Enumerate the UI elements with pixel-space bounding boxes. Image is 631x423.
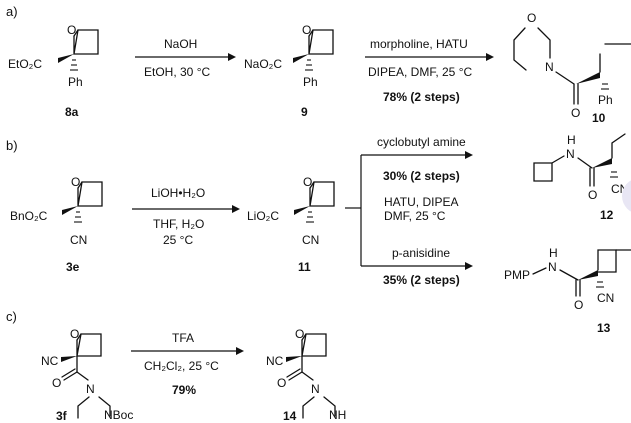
- branch-arrows: cyclobutyl amine 30% (2 steps) HATU, DIP…: [345, 135, 473, 287]
- substituent-13: CN: [597, 291, 614, 305]
- amide-nitrogen-14: N: [311, 382, 320, 396]
- compound-number-3f: 3f: [56, 409, 68, 423]
- ester-8a: EtO₂C: [8, 57, 42, 71]
- morpholine-oxygen-10: O: [527, 11, 536, 25]
- salt-11: LiO₂C: [247, 209, 279, 223]
- compound-3f: O NC O N NBoc 3f: [41, 327, 133, 423]
- arrow-b1-bottom2: 25 °C: [163, 233, 193, 247]
- lower-yield: 35% (2 steps): [383, 273, 460, 287]
- substituent-3e: CN: [70, 233, 87, 247]
- arrow-b1-bottom1: THF, H₂O: [153, 217, 204, 231]
- arrow-a1: NaOH EtOH, 30 °C: [135, 37, 236, 79]
- compound-3e: O BnO₂C CN 3e: [10, 175, 103, 274]
- amine-hydrogen-12: H: [567, 133, 576, 147]
- carbonyl-oxygen-13: O: [574, 298, 583, 312]
- compound-13: PMP N H O CN 13: [504, 246, 631, 335]
- compound-8a: O EtO₂C Ph 8a: [8, 23, 99, 119]
- amine-nitrogen-12: N: [566, 147, 575, 161]
- carbonyl-oxygen-3f: O: [52, 376, 61, 390]
- arrow-c: TFA CH₂Cl₂, 25 °C 79%: [131, 331, 244, 397]
- compound-number-11: 11: [298, 260, 311, 274]
- substituent-9: Ph: [303, 75, 318, 89]
- boc-nitrogen-3f: NBoc: [104, 408, 133, 422]
- compound-number-13: 13: [597, 321, 611, 335]
- substituent-11: CN: [302, 233, 319, 247]
- ring-oxygen-11: O: [303, 175, 312, 189]
- compound-11: O LiO₂C CN 11: [247, 175, 335, 274]
- substituent-10: Ph: [598, 93, 613, 107]
- amine-nitrogen-13: N: [548, 260, 557, 274]
- arrow-a2-yield: 78% (2 steps): [383, 90, 460, 104]
- morpholine-nitrogen-10: N: [545, 60, 554, 74]
- ring-oxygen-14: O: [295, 327, 304, 341]
- part-c-label: c): [6, 309, 17, 324]
- pmp-group-13: PMP: [504, 268, 530, 282]
- salt-9: NaO₂C: [244, 57, 282, 71]
- lower-reagent: p-anisidine: [392, 246, 450, 260]
- compound-number-3e: 3e: [66, 260, 80, 274]
- ester-3e: BnO₂C: [10, 209, 48, 223]
- arrow-c-bottom: CH₂Cl₂, 25 °C: [144, 359, 219, 373]
- amide-nitrogen-3f: N: [86, 382, 95, 396]
- ring-oxygen-3f: O: [70, 327, 79, 341]
- compound-14: O NC O N NH 14: [266, 327, 346, 423]
- compound-number-14: 14: [283, 409, 297, 423]
- arrow-a2: morpholine, HATU DIPEA, DMF, 25 °C 78% (…: [365, 37, 494, 104]
- carbonyl-oxygen-10: O: [571, 106, 580, 120]
- shared-conditions-line1: HATU, DIPEA: [384, 195, 458, 209]
- compound-9: O NaO₂C Ph 9: [244, 23, 334, 119]
- ring-oxygen-3e: O: [71, 175, 80, 189]
- compound-number-12: 12: [600, 208, 614, 222]
- arrow-a1-bottom: EtOH, 30 °C: [144, 65, 210, 79]
- upper-yield: 30% (2 steps): [383, 169, 460, 183]
- compound-number-10: 10: [592, 111, 606, 125]
- carbonyl-oxygen-14: O: [277, 376, 286, 390]
- arrow-a2-bottom: DIPEA, DMF, 25 °C: [368, 65, 472, 79]
- arrow-c-yield: 79%: [172, 383, 196, 397]
- compound-10: O N O Ph 10: [513, 11, 631, 125]
- arrow-b1: LiOH•H₂O THF, H₂O 25 °C: [132, 186, 240, 247]
- ring-oxygen-9: O: [302, 23, 311, 37]
- ring-oxygen-8a: O: [67, 23, 76, 37]
- part-a-label: a): [6, 4, 18, 19]
- upper-reagent: cyclobutyl amine: [377, 135, 466, 149]
- substituent-8a: Ph: [68, 75, 83, 89]
- compound-number-9: 9: [301, 105, 308, 119]
- nitrile-14: NC: [266, 354, 284, 368]
- arrow-a1-top: NaOH: [164, 37, 197, 51]
- arrow-b1-top: LiOH•H₂O: [151, 186, 205, 200]
- edge-artifact: [622, 180, 631, 212]
- part-b-label: b): [6, 138, 18, 153]
- compound-number-8a: 8a: [65, 105, 79, 119]
- amine-hydrogen-13: H: [549, 246, 558, 260]
- shared-conditions-line2: DMF, 25 °C: [384, 209, 446, 223]
- amine-nitrogen-14: NH: [329, 408, 346, 422]
- arrow-a2-top: morpholine, HATU: [370, 37, 468, 51]
- nitrile-3f: NC: [41, 354, 59, 368]
- arrow-c-top: TFA: [172, 331, 194, 345]
- compound-12: N H O CN 12: [533, 133, 628, 222]
- carbonyl-oxygen-12: O: [588, 188, 597, 202]
